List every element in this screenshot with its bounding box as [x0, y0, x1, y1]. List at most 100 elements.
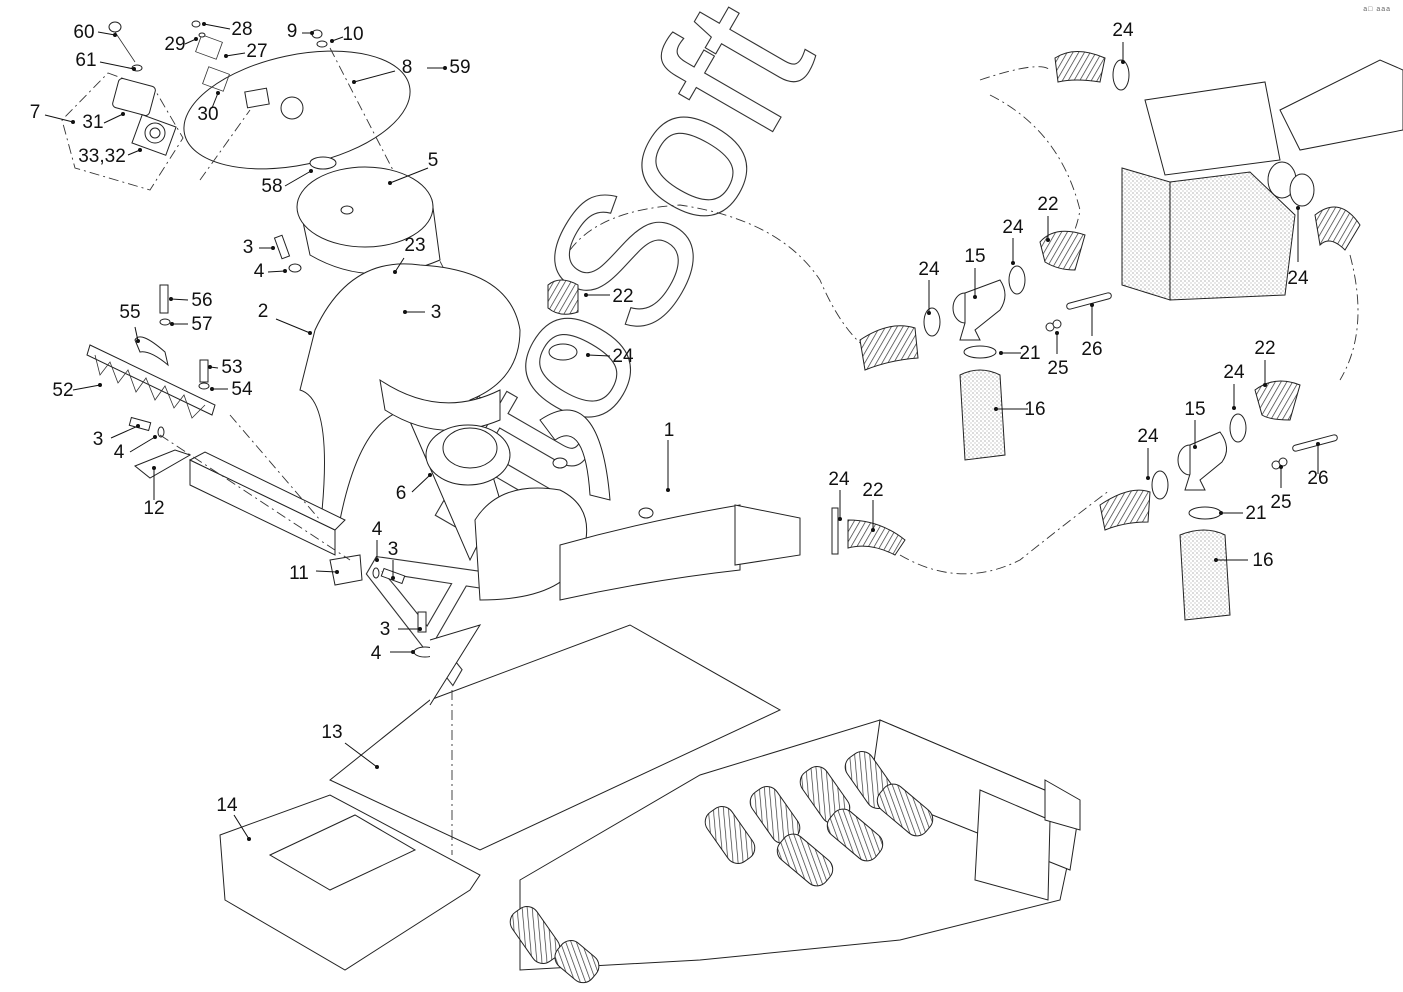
callout-leader-line [344, 742, 378, 768]
callout-number: 22 [862, 480, 883, 501]
callout-24: 24 [1287, 206, 1309, 289]
callout-4: 4 [371, 643, 415, 664]
outlet-flange [474, 487, 588, 601]
callout-number: 56 [191, 290, 212, 311]
callout-leader-line [127, 149, 141, 156]
bolt-3c [128, 416, 152, 432]
callout-26: 26 [1307, 442, 1329, 489]
callout-15: 15 [964, 246, 986, 299]
flexible-hose-22c [1039, 230, 1086, 271]
clamp-21b [1188, 506, 1222, 520]
callout-number: 3 [93, 429, 104, 450]
callout-anchor-dot [283, 269, 287, 273]
callout-anchor-dot [352, 80, 356, 84]
callout-anchor-dot [132, 67, 136, 71]
tpiece-group-upper [859, 230, 1112, 461]
callout-leader-line [411, 474, 431, 493]
callout-number: 25 [1047, 358, 1068, 379]
guide-rail-52 [86, 344, 216, 416]
flexible-hose-left-lower [1099, 489, 1151, 531]
callout-number: 11 [289, 563, 309, 584]
callout-anchor-dot [391, 576, 395, 580]
callout-anchor-dot [153, 435, 157, 439]
callout-4: 4 [114, 435, 157, 463]
shim-disc-58 [309, 156, 337, 170]
callout-12: 12 [143, 466, 165, 519]
nozzle-16a [959, 369, 1006, 461]
callout-leader-line [184, 38, 197, 45]
callout-leader-line [315, 570, 338, 573]
callout-24: 24 [1112, 20, 1134, 64]
callout-leader-line [587, 354, 611, 357]
callout-number: 25 [1270, 492, 1291, 513]
callout-anchor-dot [666, 488, 670, 492]
callout-52: 52 [52, 380, 102, 401]
bolt-28 [191, 20, 201, 28]
callout-number: 16 [1252, 550, 1273, 571]
callout-29: 29 [164, 34, 198, 55]
callout-10: 10 [330, 24, 364, 45]
callout-anchor-dot [169, 297, 173, 301]
callout-leader-line [389, 167, 429, 184]
callout-54: 54 [210, 379, 253, 400]
hose-clamp-24e [923, 307, 941, 337]
callout-number: 16 [1024, 399, 1045, 420]
callout-23: 23 [393, 235, 426, 274]
callout-anchor-dot [375, 558, 379, 562]
callout-leader-line [233, 814, 250, 840]
callout-number: 14 [216, 795, 238, 816]
callout-25: 25 [1047, 331, 1069, 379]
callout-4: 4 [254, 261, 287, 282]
callout-anchor-dot [586, 353, 590, 357]
flexible-hose-left-upper [859, 325, 919, 371]
bolt-60 [108, 21, 122, 33]
callout-number: 31 [82, 112, 103, 133]
callout-leader-line [211, 92, 219, 109]
callout-anchor-dot [170, 322, 174, 326]
callout-number: 53 [221, 357, 242, 378]
callout-number: 27 [246, 41, 267, 62]
callout-21: 21 [999, 343, 1041, 364]
callout-anchor-dot [208, 365, 212, 369]
flexible-hose-top [1054, 51, 1106, 83]
callout-anchor-dot [136, 339, 140, 343]
callout-22: 22 [584, 286, 634, 307]
duct-nozzle [734, 504, 801, 566]
callout-anchor-dot [1146, 476, 1150, 480]
callout-leader-line [129, 436, 156, 453]
callout-15: 15 [1184, 399, 1206, 449]
clamp-21a [963, 345, 997, 359]
callout-number: 22 [1254, 338, 1275, 359]
callout-anchor-dot [994, 407, 998, 411]
callout-number: 2 [258, 301, 269, 322]
fan-housing-group [299, 263, 801, 601]
callout-5: 5 [388, 150, 438, 185]
sieve-frame-group [509, 719, 1081, 984]
callout-3: 3 [93, 424, 140, 450]
callout-number: 24 [1002, 217, 1024, 238]
flexible-hose-22b [847, 519, 906, 556]
callout-anchor-dot [1214, 558, 1218, 562]
cleaning-box-group [979, 51, 1403, 381]
callout-57: 57 [170, 314, 213, 335]
bolt-56 [159, 284, 169, 314]
callout-leader-line [203, 23, 231, 30]
callout-21: 21 [1219, 503, 1267, 524]
callout-number: 7 [30, 102, 41, 123]
callout-number: 6 [396, 483, 407, 504]
callout-58: 58 [261, 169, 313, 197]
washer-4c [372, 567, 380, 579]
callout-3: 3 [243, 237, 275, 258]
air-duct-body [559, 504, 741, 601]
hose-clamp-24c [1112, 59, 1130, 91]
cover-plates-group [219, 624, 782, 971]
guide-rail-group [86, 284, 437, 658]
box-top [1144, 81, 1281, 176]
callout-16: 16 [1214, 550, 1274, 571]
callout-anchor-dot [1046, 238, 1050, 242]
callout-anchor-dot [308, 331, 312, 335]
callout-24: 24 [1002, 217, 1024, 265]
callout-anchor-dot [138, 148, 142, 152]
callout-anchor-dot [838, 517, 842, 521]
